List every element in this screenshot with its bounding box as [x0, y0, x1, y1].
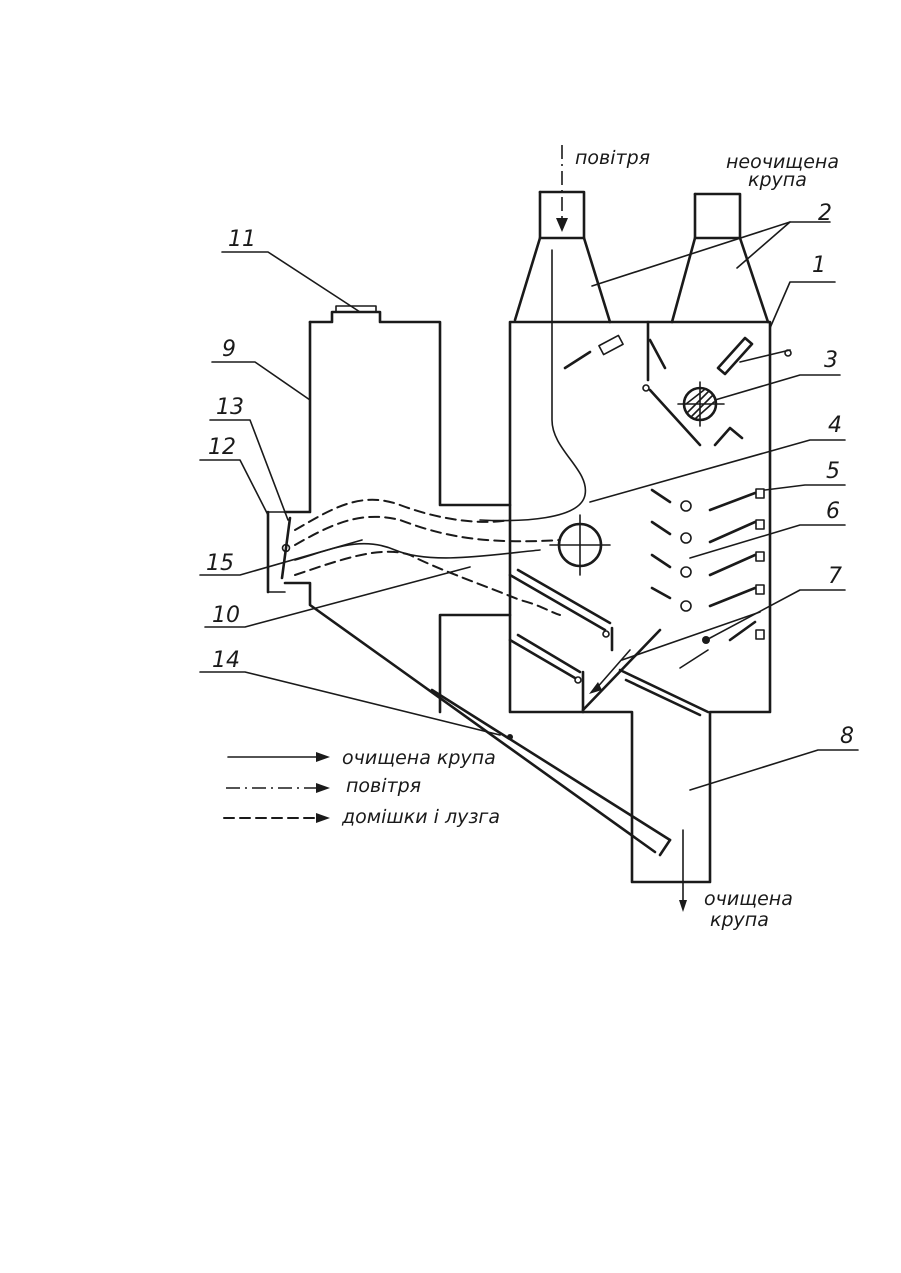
inlet-funnel-left — [515, 192, 610, 322]
svg-text:повітря: повітря — [346, 775, 421, 797]
air-flow-path — [480, 145, 585, 521]
callout-4: 4 — [828, 413, 842, 438]
svg-text:домішки і лузга: домішки і лузга — [341, 806, 500, 828]
callout-12: 12 — [208, 435, 236, 460]
inclined-sieves — [510, 570, 710, 715]
callout-14: 14 — [212, 648, 240, 673]
clean-grain-out-label-2: крупа — [710, 909, 769, 931]
main-housing — [510, 322, 770, 882]
raw-grain-label-2: крупа — [748, 169, 807, 191]
callout-2: 2 — [818, 201, 832, 226]
upper-deflectors — [565, 335, 791, 445]
inlet-funnel-right — [672, 194, 768, 322]
callout-1: 1 — [812, 253, 826, 278]
svg-text:очищена крупа: очищена крупа — [342, 747, 496, 769]
callout-15: 15 — [206, 551, 234, 576]
legend: очищена крупа повітря домішки і лузга — [224, 747, 500, 828]
legend-air: повітря — [226, 775, 421, 797]
callout-13: 13 — [216, 395, 244, 420]
legend-clean-grain: очищена крупа — [228, 747, 496, 769]
clean-grain-out-label-1: очищена — [704, 888, 793, 910]
side-damper — [268, 512, 290, 592]
fan-opening — [550, 515, 610, 575]
callout-11: 11 — [228, 227, 256, 252]
callout-7: 7 — [828, 564, 842, 589]
impurity-flow-paths — [295, 500, 560, 615]
discharge-chute — [432, 690, 670, 855]
callout-leaders — [200, 222, 858, 790]
air-inlet-label: повітря — [575, 147, 650, 169]
callout-5: 5 — [826, 459, 840, 484]
callout-6: 6 — [826, 499, 840, 524]
callout-8: 8 — [840, 724, 854, 749]
rotor-icon — [678, 382, 724, 426]
callout-3: 3 — [824, 348, 838, 373]
clean-grain-outlet-arrow — [679, 830, 687, 912]
legend-impurities: домішки і лузга — [224, 806, 500, 828]
callout-10: 10 — [212, 603, 240, 628]
callout-9: 9 — [222, 337, 236, 362]
air-duct-housing — [285, 306, 655, 852]
